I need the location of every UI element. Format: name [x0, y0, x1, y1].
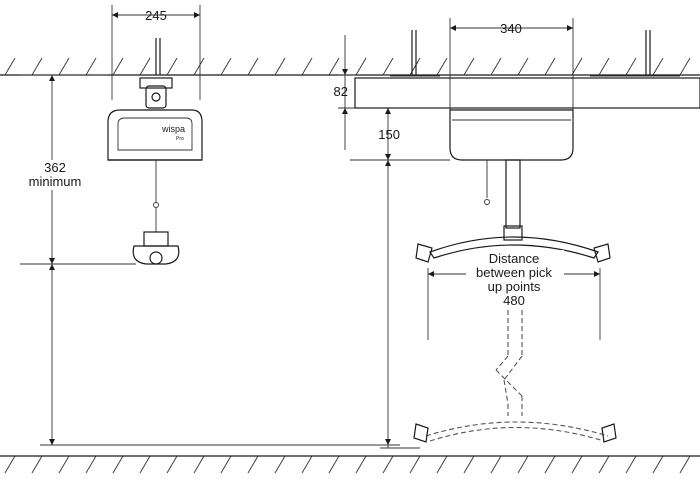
hatch-mark	[301, 455, 313, 474]
hatch-mark	[112, 57, 124, 76]
hatch-mark	[274, 455, 286, 474]
hatch-mark	[58, 455, 70, 474]
hatch-mark	[409, 455, 421, 474]
hatch-mark	[652, 455, 664, 474]
pick-label-line1: Distance	[489, 251, 540, 266]
hatch-mark	[652, 57, 664, 76]
floor	[0, 455, 700, 474]
hatch-mark	[247, 57, 259, 76]
hatch-mark	[220, 455, 232, 474]
hatch-mark	[598, 455, 610, 474]
lowered-position	[413, 310, 617, 443]
dimension-362: 362	[44, 160, 66, 175]
hatch-mark	[4, 57, 16, 76]
hatch-mark	[166, 57, 178, 76]
dimension-82: 82	[334, 84, 348, 99]
hatch-mark	[166, 455, 178, 474]
hatch-mark	[436, 455, 448, 474]
hatch-mark	[382, 57, 394, 76]
lift-strap	[505, 159, 521, 229]
hatch-mark	[139, 455, 151, 474]
hatch-mark	[274, 57, 286, 76]
hatch-mark	[193, 455, 205, 474]
hatch-mark	[328, 57, 340, 76]
hatch-mark	[490, 455, 502, 474]
hatch-mark	[328, 455, 340, 474]
pick-label-line2: between pick	[476, 265, 552, 280]
hatch-mark	[31, 455, 43, 474]
hatch-mark	[301, 57, 313, 76]
hatch-mark	[571, 57, 583, 76]
device-logo: wispa	[161, 124, 185, 134]
left-view: 245 wispa Pro 362 minimum	[20, 5, 203, 445]
hatch-mark	[679, 57, 691, 76]
right-view: 340 82 150	[40, 18, 700, 449]
hatch-mark	[382, 455, 394, 474]
hatch-mark	[463, 455, 475, 474]
hatch-mark	[571, 455, 583, 474]
hatch-mark	[598, 57, 610, 76]
dimension-362-label: minimum	[29, 174, 82, 189]
hatch-mark	[4, 455, 16, 474]
hatch-mark	[58, 57, 70, 76]
hatch-mark	[247, 455, 259, 474]
hatch-mark	[112, 455, 124, 474]
hatch-mark	[436, 57, 448, 76]
hatch-mark	[139, 57, 151, 76]
hatch-mark	[220, 57, 232, 76]
ceiling	[0, 57, 700, 76]
device-logo-sub: Pro	[176, 136, 184, 142]
hatch-mark	[31, 57, 43, 76]
hatch-mark	[679, 455, 691, 474]
hatch-mark	[517, 455, 529, 474]
hatch-mark	[544, 455, 556, 474]
motor-housing	[107, 109, 203, 161]
hatch-mark	[193, 57, 205, 76]
hatch-mark	[355, 455, 367, 474]
dimension-480: 480	[503, 293, 525, 308]
motor-unit-front	[449, 109, 574, 161]
dimension-245: 245	[145, 8, 167, 23]
hatch-mark	[544, 57, 556, 76]
pick-label-line3: up points	[488, 279, 541, 294]
hatch-mark	[625, 57, 637, 76]
ceiling-rail	[354, 77, 700, 109]
hatch-mark	[85, 455, 97, 474]
hatch-mark	[355, 57, 367, 76]
dimension-150: 150	[378, 127, 400, 142]
hatch-mark	[625, 455, 637, 474]
hatch-mark	[463, 57, 475, 76]
hatch-mark	[490, 57, 502, 76]
dimension-340: 340	[500, 21, 522, 36]
hatch-mark	[85, 57, 97, 76]
hatch-mark	[517, 57, 529, 76]
